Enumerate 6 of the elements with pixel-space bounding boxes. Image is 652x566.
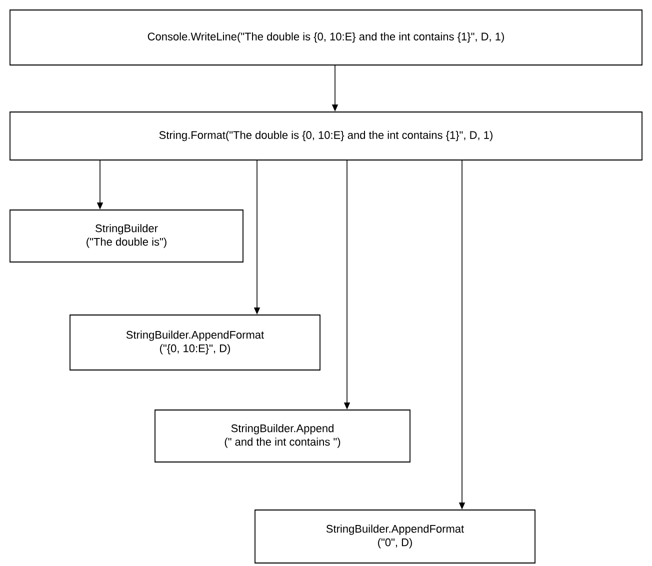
process-box: StringBuilder.Append (" and the int contains ") (154, 410, 410, 462)
process-box: String.Format("The double is {0, 10:E} and the int contains {1}", D, 1) (10, 112, 642, 160)
process-box: StringBuilder.AppendFormat ("0", D) (254, 510, 536, 564)
process-box: StringBuilder ("The double is") (10, 210, 244, 262)
process-box: Console.WriteLine("The double is {0, 10:E} and the int contains {1}", D, 1) (10, 10, 642, 66)
process-box: StringBuilder.AppendFormat ("{0, 10:E}", D) (70, 314, 320, 370)
